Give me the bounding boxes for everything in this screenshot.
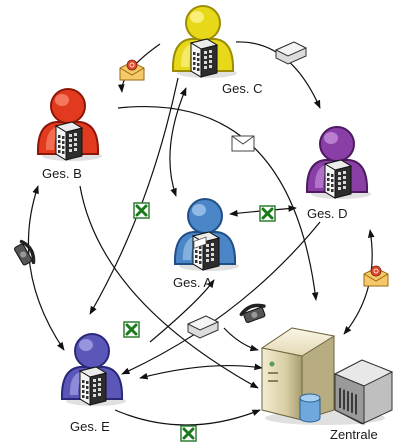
node-label-a: Ges. A xyxy=(173,275,213,290)
telephone-icon xyxy=(14,239,36,266)
node-label-b: Ges. B xyxy=(42,166,82,181)
connection-arrow xyxy=(89,77,179,315)
connection-arrow xyxy=(121,221,321,375)
person-icon-d xyxy=(305,126,371,199)
excel-icon xyxy=(180,425,197,442)
node-label-d: Ges. D xyxy=(307,206,348,221)
person-icon-c xyxy=(171,5,237,78)
fax-icon xyxy=(186,236,220,339)
node-label-zentrale: Zentrale xyxy=(330,427,378,442)
telephone-icon xyxy=(239,303,266,323)
email-icon xyxy=(363,265,389,287)
email-icon xyxy=(119,59,145,81)
person-icon-b xyxy=(36,88,102,161)
excel-icon xyxy=(133,202,150,219)
excel-icon xyxy=(123,321,140,338)
excel-icon xyxy=(259,205,276,222)
connection-arrow xyxy=(223,327,259,352)
person-icon-a xyxy=(173,198,239,271)
server-icon xyxy=(260,327,394,425)
connection-arrow xyxy=(114,409,261,426)
node-label-c: Ges. C xyxy=(222,81,263,96)
channel-icons xyxy=(14,41,389,442)
fax-icon xyxy=(274,41,308,65)
person-icon-e xyxy=(60,333,126,406)
node-label-e: Ges. E xyxy=(70,419,110,434)
connection-arrow xyxy=(169,87,187,197)
envelope-icon xyxy=(231,135,255,152)
connection-arrow xyxy=(149,279,215,343)
connection-arrow xyxy=(139,363,263,380)
connection-arrow xyxy=(27,185,65,351)
node-icons xyxy=(36,5,394,425)
